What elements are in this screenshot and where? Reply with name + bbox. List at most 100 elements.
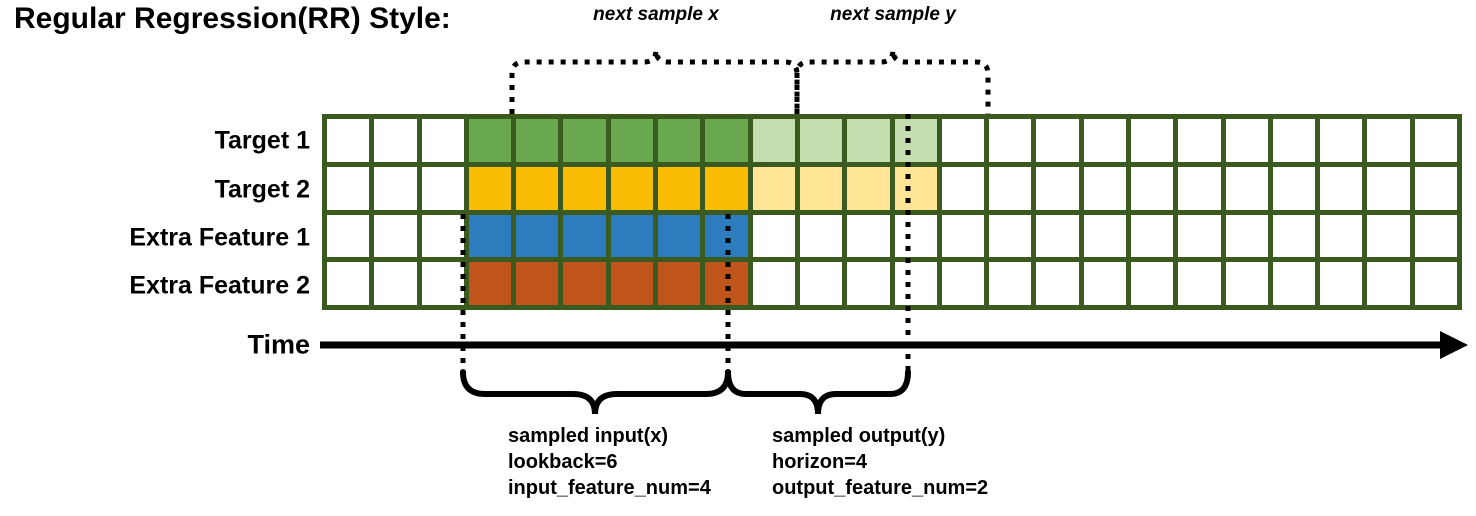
grid-cell-target-2-16 [1036,166,1079,210]
grid-cell-extra-feature-2-6 [563,262,606,305]
grid-cell-extra-feature-2-9 [705,262,748,305]
grid-cell-extra-feature-1-10 [752,214,795,258]
row-label-extra-feature-1: Extra Feature 1 [129,223,310,252]
grid-cell-extra-feature-1-22 [1320,214,1363,258]
grid-cell-target-1-16 [1036,119,1079,162]
grid-cell-extra-feature-2-20 [1225,262,1268,305]
grid-cell-target-1-17 [1083,119,1126,162]
grid-cell-target-2-13 [894,166,937,210]
grid-cell-target-1-9 [705,119,748,162]
grid-cell-target-2-11 [799,166,843,210]
grid-cell-target-1-24 [1414,119,1457,162]
grid-cell-target-2-10 [752,166,795,210]
grid-cell-extra-feature-2-5 [516,262,559,305]
grid-cell-target-1-8 [658,119,701,162]
grid-cell-extra-feature-1-7 [610,214,654,258]
grid-cell-extra-feature-1-18 [1130,214,1174,258]
row-label-target-1: Target 1 [214,126,310,155]
grid-cell-extra-feature-2-3 [421,262,464,305]
grid-cell-extra-feature-2-11 [799,262,843,305]
grid-cell-extra-feature-2-23 [1367,262,1410,305]
grid-cell-target-2-22 [1320,166,1363,210]
grid-cell-extra-feature-1-20 [1225,214,1268,258]
grid-cell-target-1-4 [468,119,512,162]
grid-cell-target-2-15 [989,166,1032,210]
timeline-grid [322,114,1462,310]
grid-cell-target-1-1 [327,119,370,162]
grid-cell-target-1-3 [421,119,464,162]
grid-cell-target-1-5 [516,119,559,162]
axis-label-time: Time [247,329,310,360]
grid-cell-extra-feature-2-17 [1083,262,1126,305]
grid-cell-target-1-20 [1225,119,1268,162]
grid-cell-target-1-22 [1320,119,1363,162]
grid-cell-target-2-20 [1225,166,1268,210]
caption-output-line-3: output_feature_num=2 [772,477,989,499]
grid-cell-extra-feature-2-22 [1320,262,1363,305]
grid-cell-extra-feature-2-15 [989,262,1032,305]
grid-cell-extra-feature-1-1 [327,214,370,258]
grid-cell-target-1-18 [1130,119,1174,162]
grid-cell-extra-feature-1-5 [516,214,559,258]
grid-cell-target-2-1 [327,166,370,210]
grid-cell-extra-feature-1-11 [799,214,843,258]
grid-cell-extra-feature-2-16 [1036,262,1079,305]
grid-cell-extra-feature-1-3 [421,214,464,258]
grid-cell-target-1-23 [1367,119,1410,162]
page-title: Regular Regression(RR) Style: [14,2,451,35]
grid-cell-target-2-18 [1130,166,1174,210]
grid-cell-target-1-2 [374,119,417,162]
grid-cell-target-2-7 [610,166,654,210]
grid-cell-extra-feature-2-18 [1130,262,1174,305]
grid-cell-extra-feature-2-24 [1414,262,1457,305]
annotation-next-sample-x: next sample x [593,4,719,25]
dotted-brace-next-sample-x [509,49,800,114]
grid-cell-extra-feature-1-14 [941,214,985,258]
grid-cell-extra-feature-1-6 [563,214,606,258]
time-axis-arrow [320,331,1468,359]
annotation-next-sample-y: next sample y [830,4,956,25]
grid-cell-target-2-5 [516,166,559,210]
grid-cell-extra-feature-2-19 [1178,262,1221,305]
grid-cell-target-2-4 [468,166,512,210]
caption-sampled-output: sampled output(y) horizon=4 output_featu… [772,423,988,501]
grid-cell-extra-feature-2-13 [894,262,937,305]
grid-cell-target-2-23 [1367,166,1410,210]
grid-cell-extra-feature-1-12 [847,214,890,258]
grid-cell-extra-feature-1-9 [705,214,748,258]
grid-cell-target-1-7 [610,119,654,162]
grid-cell-target-2-14 [941,166,985,210]
grid-cell-extra-feature-2-12 [847,262,890,305]
grid-cell-target-1-10 [752,119,795,162]
caption-output-line-2: horizon=4 [772,451,868,473]
caption-sampled-input: sampled input(x) lookback=6 input_featur… [508,423,711,501]
grid-cell-extra-feature-2-21 [1272,262,1316,305]
grid-cell-target-2-24 [1414,166,1457,210]
grid-cell-target-1-13 [894,119,937,162]
grid-cell-target-1-15 [989,119,1032,162]
grid-cell-target-1-12 [847,119,890,162]
grid-cell-target-1-6 [563,119,606,162]
grid-cell-target-1-21 [1272,119,1316,162]
grid-cell-extra-feature-2-7 [610,262,654,305]
grid-cell-extra-feature-1-21 [1272,214,1316,258]
caption-input-line-2: lookback=6 [508,451,618,473]
grid-cell-target-2-19 [1178,166,1221,210]
curly-brace-sampled-output [725,369,911,415]
caption-output-line-1: sampled output(y) [772,425,946,447]
grid-cell-target-2-17 [1083,166,1126,210]
grid-cell-extra-feature-1-17 [1083,214,1126,258]
caption-input-line-1: sampled input(x) [508,425,669,447]
grid-cell-extra-feature-1-13 [894,214,937,258]
grid-cell-extra-feature-2-2 [374,262,417,305]
caption-input-line-3: input_feature_num=4 [508,477,711,499]
grid-cell-extra-feature-1-19 [1178,214,1221,258]
grid-cell-target-2-3 [421,166,464,210]
grid-cell-target-2-6 [563,166,606,210]
grid-cell-extra-feature-2-1 [327,262,370,305]
grid-cell-extra-feature-1-23 [1367,214,1410,258]
grid-cell-extra-feature-2-4 [468,262,512,305]
row-label-extra-feature-2: Extra Feature 2 [129,271,310,300]
row-label-target-2: Target 2 [214,175,310,204]
